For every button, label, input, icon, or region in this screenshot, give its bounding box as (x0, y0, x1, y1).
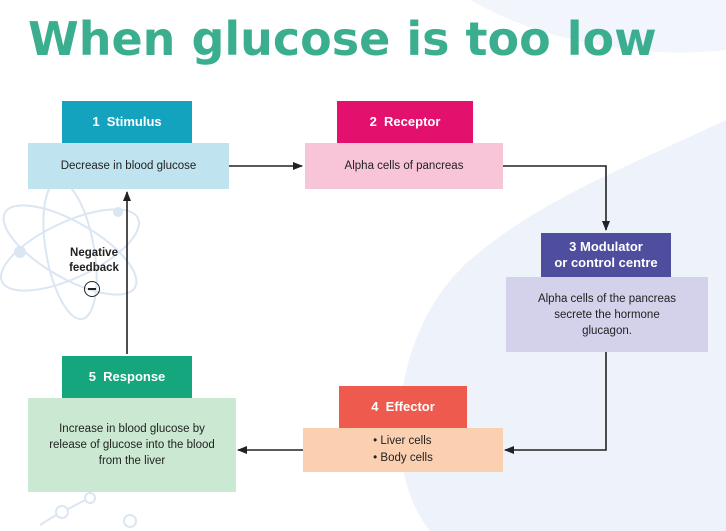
effector-item-liver: Liver cells (373, 433, 433, 450)
receptor-body-text: Alpha cells of pancreas (344, 160, 464, 172)
background-blob-top (470, 0, 726, 53)
stimulus-body: Decrease in blood glucose (28, 143, 229, 189)
arrow-modulator-to-effector (504, 352, 607, 454)
molecule-icon (39, 492, 137, 528)
effector-body: Liver cells Body cells (303, 428, 503, 472)
effector-header: 4 Effector (339, 386, 467, 428)
stimulus-body-text: Decrease in blood glucose (60, 160, 197, 172)
stimulus-header-label: 1 Stimulus (92, 114, 162, 129)
response-body: Increase in blood glucose by release of … (28, 398, 236, 492)
response-body-text: Increase in blood glucose by release of … (49, 423, 215, 467)
modulator-body-text: Alpha cells of the pancreas secrete the … (537, 292, 677, 337)
page-title: When glucose is too low (28, 12, 657, 66)
effector-item-body: Body cells (373, 450, 432, 467)
minus-circle-icon (84, 281, 100, 297)
arrow-receptor-to-modulator (503, 165, 610, 231)
modulator-header-label: 3 Modulator or control centre (554, 239, 658, 270)
receptor-body: Alpha cells of pancreas (305, 143, 503, 189)
modulator-header: 3 Modulator or control centre (541, 233, 671, 277)
response-header-label: 5 Response (88, 369, 166, 384)
receptor-header-label: 2 Receptor (369, 114, 441, 129)
effector-list: Liver cells Body cells (373, 433, 433, 467)
response-header: 5 Response (62, 356, 192, 398)
modulator-body: Alpha cells of the pancreas secrete the … (506, 277, 708, 352)
receptor-header: 2 Receptor (337, 101, 473, 143)
negative-feedback-label: Negative feedback (69, 247, 119, 274)
effector-header-label: 4 Effector (371, 399, 435, 414)
stimulus-header: 1 Stimulus (62, 101, 192, 143)
